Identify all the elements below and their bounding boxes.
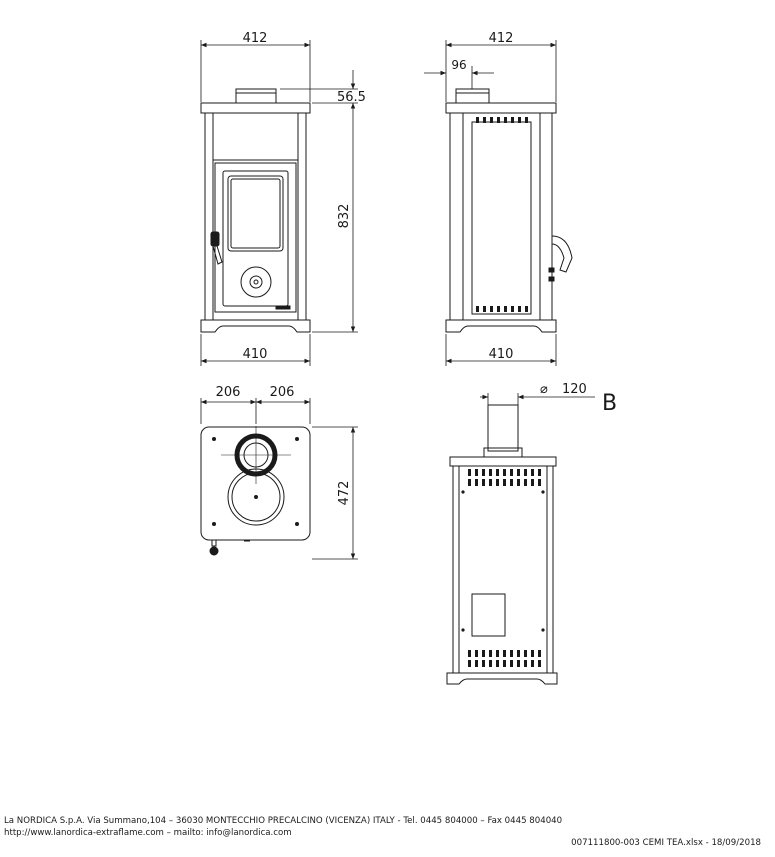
front-height-label: 832 bbox=[337, 204, 352, 229]
front-dimensions bbox=[200, 40, 358, 366]
footer-company-address: La NORDICA S.p.A. Via Summano,104 – 3603… bbox=[4, 816, 563, 826]
side-flue-offset-label: 96 bbox=[451, 58, 466, 72]
side-vent-slots bbox=[476, 117, 528, 312]
rear-flue-diameter-label: 120 bbox=[562, 382, 587, 397]
footer-document-reference: 007111800-003 CEMI TEA.xlsx - 18/09/2018 bbox=[571, 838, 761, 848]
side-dimensions bbox=[424, 40, 557, 366]
side-base-width-label: 410 bbox=[489, 347, 514, 362]
rear-flue-diameter-symbol: ⌀ bbox=[540, 382, 548, 397]
front-flue-offset-label: 56.5 bbox=[337, 90, 366, 105]
rear-dimensions bbox=[480, 393, 595, 405]
rear-view-label: B bbox=[602, 391, 617, 416]
footer-web-contact: http://www.lanordica-extraflame.com – ma… bbox=[4, 828, 292, 838]
top-left-half-label: 206 bbox=[216, 385, 241, 400]
top-screws bbox=[212, 437, 299, 526]
rear-vent-slots bbox=[461, 469, 545, 667]
side-view bbox=[445, 88, 573, 333]
top-depth-label: 472 bbox=[337, 481, 352, 506]
top-dimensions bbox=[200, 398, 358, 560]
front-top-width-label: 412 bbox=[243, 31, 268, 46]
front-view bbox=[200, 88, 311, 333]
rear-view bbox=[446, 404, 558, 685]
top-view bbox=[200, 426, 311, 556]
side-top-width-label: 412 bbox=[489, 31, 514, 46]
front-base-width-label: 410 bbox=[243, 347, 268, 362]
top-right-half-label: 206 bbox=[270, 385, 295, 400]
